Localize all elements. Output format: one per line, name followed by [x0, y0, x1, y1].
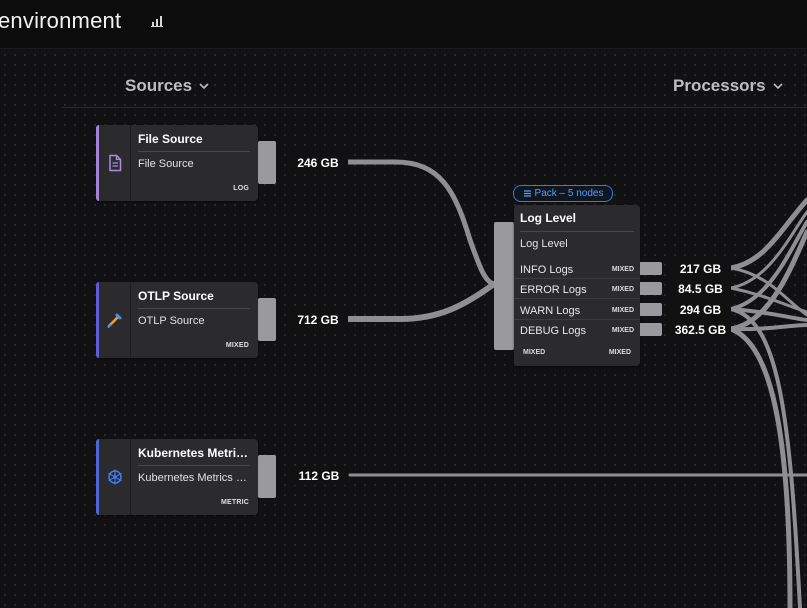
wire-warn-down — [729, 307, 802, 608]
source-node-kubernetes-metrics[interactable]: Kubernetes Metrics Source Kubernetes Met… — [96, 439, 258, 515]
volume-label[interactable]: 294 GB — [670, 300, 731, 319]
top-bar: environment — [0, 0, 807, 49]
node-accent — [96, 125, 99, 201]
node-accent — [96, 282, 99, 358]
processors-column-label: Processors — [673, 76, 766, 95]
kubernetes-icon — [107, 469, 122, 485]
output-port[interactable] — [640, 323, 662, 336]
route-tag: MIXED — [611, 327, 634, 334]
volume-label[interactable]: 84.5 GB — [670, 279, 731, 298]
route-label: WARN Logs — [520, 305, 581, 317]
node-title: File Source — [138, 132, 203, 146]
output-port[interactable] — [640, 262, 662, 275]
sources-column-label: Sources — [125, 76, 193, 95]
wire-debug-out — [728, 229, 807, 332]
output-port[interactable] — [258, 298, 276, 341]
output-port[interactable] — [258, 141, 276, 184]
node-subtitle: Log Level — [520, 238, 568, 250]
route-tag: MIXED — [611, 307, 634, 314]
chevron-down-icon — [773, 83, 783, 90]
pack-badge[interactable]: Pack – 5 nodes — [513, 185, 613, 202]
route-row-error[interactable]: ERROR Logs MIXED — [514, 280, 640, 300]
wire-debug-down — [728, 326, 793, 608]
processors-column-header[interactable]: Processors — [673, 76, 784, 96]
route-label: DEBUG Logs — [520, 325, 587, 337]
route-tag: MIXED — [611, 266, 634, 273]
volume-label[interactable]: 362.5 GB — [670, 320, 731, 339]
output-port[interactable] — [640, 282, 662, 295]
volume-label[interactable]: 217 GB — [670, 259, 731, 278]
list-icon — [523, 190, 531, 197]
route-row-warn[interactable]: WARN Logs MIXED — [514, 301, 640, 321]
volume-label[interactable]: 112 GB — [290, 466, 348, 485]
input-port[interactable] — [494, 222, 514, 350]
node-footer-tag-right: MIXED — [608, 349, 631, 356]
wire-warn-out — [729, 220, 807, 311]
node-accent — [96, 439, 99, 515]
route-tag: MIXED — [611, 286, 634, 293]
node-subtitle: File Source — [138, 158, 194, 170]
volume-label[interactable]: 712 GB — [288, 310, 348, 329]
node-title: Kubernetes Metrics Source — [138, 446, 250, 460]
output-port[interactable] — [640, 303, 662, 316]
route-row-debug[interactable]: DEBUG Logs MIXED — [520, 321, 634, 341]
node-icon-cell — [99, 439, 131, 515]
route-label: ERROR Logs — [520, 284, 587, 296]
node-icon-cell — [99, 282, 131, 358]
wire-file-to-processor — [345, 159, 497, 287]
node-footer-tag-left: MIXED — [523, 349, 546, 356]
node-icon-cell — [99, 125, 131, 201]
output-port[interactable] — [258, 455, 276, 498]
node-type-tag: METRIC — [220, 499, 249, 506]
wire-warn-out-2 — [729, 307, 807, 322]
node-subtitle: Kubernetes Metrics Source — [138, 472, 252, 484]
route-row-info[interactable]: INFO Logs MIXED — [514, 260, 640, 280]
source-node-file[interactable]: File Source File Source LOG — [96, 125, 258, 201]
chevron-down-icon — [199, 83, 209, 90]
wire-info-out — [728, 197, 807, 271]
sources-column-header[interactable]: Sources — [125, 76, 210, 96]
wire-debug-out-2 — [729, 323, 807, 332]
node-title: OTLP Source — [138, 289, 214, 303]
page-title: environment — [0, 8, 122, 33]
pack-badge-label: Pack – 5 nodes — [534, 188, 604, 199]
node-type-tag: MIXED — [225, 342, 249, 349]
node-subtitle: OTLP Source — [138, 315, 205, 327]
route-label: INFO Logs — [520, 264, 574, 276]
column-divider — [62, 107, 807, 108]
node-title: Log Level — [520, 211, 577, 225]
volume-label[interactable]: 246 GB — [288, 153, 348, 172]
wire-otlp-to-processor — [345, 281, 497, 322]
source-node-otlp[interactable]: OTLP Source OTLP Source MIXED — [96, 282, 258, 358]
telescope-icon — [107, 313, 121, 328]
node-type-tag: LOG — [233, 185, 249, 192]
processor-node-log-level[interactable]: Log Level Log Level INFO Logs MIXED ERRO… — [514, 205, 640, 366]
wire-error-out — [729, 210, 807, 290]
bar-chart-icon[interactable] — [150, 14, 164, 28]
file-icon — [108, 154, 121, 172]
